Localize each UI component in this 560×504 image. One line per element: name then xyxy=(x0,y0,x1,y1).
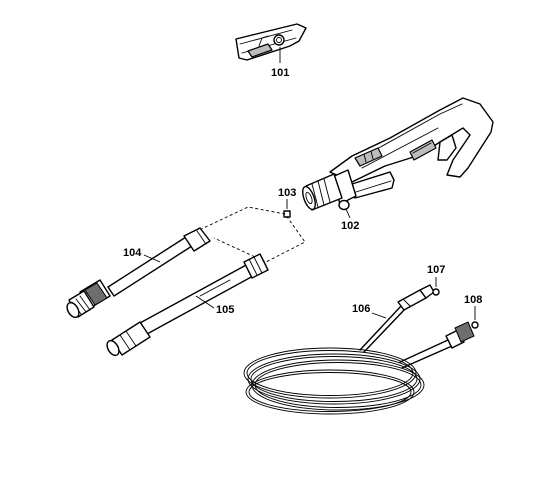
label-102: 102 xyxy=(341,220,359,232)
label-107: 107 xyxy=(427,264,445,276)
part-106-hose: 106 xyxy=(243,284,475,415)
label-108: 108 xyxy=(464,294,482,306)
label-101: 101 xyxy=(271,67,289,79)
part-107-o-ring: 107 xyxy=(427,264,445,296)
part-105-turbo-lance: 105 xyxy=(106,253,269,357)
part-108-o-ring: 108 xyxy=(464,294,482,329)
label-105: 105 xyxy=(216,304,234,316)
part-101-accessory-bag: 101 xyxy=(235,23,307,79)
label-106: 106 xyxy=(352,303,370,315)
label-103: 103 xyxy=(278,187,296,199)
part-102-spray-gun: 102 xyxy=(302,97,494,232)
label-104: 104 xyxy=(123,247,142,259)
part-103-o-ring: 103 xyxy=(278,187,296,218)
part-104-spray-lance: 104 xyxy=(66,227,211,319)
